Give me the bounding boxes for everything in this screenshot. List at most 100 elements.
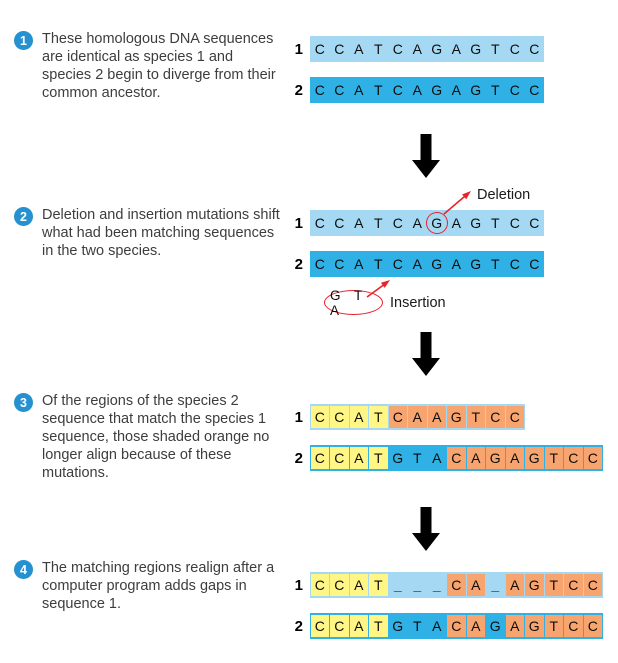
base-cell: G	[431, 41, 443, 57]
base-cell: A	[505, 615, 524, 637]
species-number-label: 1	[294, 40, 303, 58]
deletion-label: Deletion	[477, 187, 531, 203]
base-cell: A	[349, 406, 368, 428]
base-cell: C	[388, 406, 407, 428]
base-cell: A	[349, 447, 368, 469]
base-cell: G	[470, 256, 482, 272]
base-cell: G	[426, 210, 447, 236]
step-1-number-badge: 1	[14, 31, 33, 50]
gap-cell: _	[413, 577, 422, 593]
insertion-label: Insertion	[390, 295, 446, 311]
base-cell: A	[354, 256, 364, 272]
base-cell: G	[470, 41, 482, 57]
species-number-label: 1	[294, 408, 303, 426]
base-cell: C	[447, 574, 466, 596]
base-cell: C	[314, 41, 325, 57]
base-cell: A	[466, 615, 485, 637]
base-cell: C	[447, 615, 466, 637]
base-cell: A	[505, 447, 524, 469]
base-cell: T	[466, 406, 485, 428]
species-number-label: 2	[294, 617, 303, 635]
base-cell: A	[451, 256, 461, 272]
base-cell: C	[505, 406, 524, 428]
base-cell: T	[490, 82, 500, 98]
step-4-number-badge: 4	[14, 560, 33, 579]
base-cell: C	[392, 215, 403, 231]
base-cell: T	[369, 574, 388, 596]
base-cell: C	[314, 82, 325, 98]
base-cell: G	[470, 82, 482, 98]
base-cell: C	[310, 447, 329, 469]
base-cell: T	[373, 256, 383, 272]
base-cell: C	[564, 615, 583, 637]
base-cell: G	[489, 618, 501, 634]
base-cell: C	[330, 406, 349, 428]
base-cell: C	[314, 215, 325, 231]
base-cell: C	[509, 41, 520, 57]
base-cell: C	[392, 82, 403, 98]
base-cell: T	[369, 406, 388, 428]
base-cell: C	[334, 41, 345, 57]
base-cell: T	[490, 215, 500, 231]
base-cell: C	[334, 82, 345, 98]
gap-cell: _	[432, 577, 441, 593]
base-cell: A	[354, 82, 364, 98]
base-cell: C	[509, 256, 520, 272]
base-cell: C	[330, 574, 349, 596]
base-cell: T	[369, 447, 388, 469]
base-cell: A	[451, 82, 461, 98]
base-cell: A	[427, 406, 446, 428]
base-cell: G	[431, 256, 443, 272]
species-number-label: 2	[294, 81, 303, 99]
base-cell: G	[486, 447, 505, 469]
base-cell: C	[509, 82, 520, 98]
base-cell: C	[310, 406, 329, 428]
base-cell: G	[470, 215, 482, 231]
species-number-label: 1	[294, 214, 303, 232]
insertion-bases: G T A	[330, 287, 368, 318]
base-cell: A	[408, 406, 427, 428]
base-cell: A	[354, 41, 364, 57]
step-2-text: Deletion and insertion mutations shift w…	[42, 207, 280, 259]
species-number-label: 2	[294, 255, 303, 273]
base-cell: A	[412, 82, 422, 98]
base-cell: A	[432, 618, 442, 634]
down-arrow-icon-1	[412, 134, 440, 178]
base-cell: G	[525, 615, 544, 637]
base-cell: A	[412, 215, 422, 231]
base-cell: A	[349, 615, 368, 637]
base-cell: C	[310, 615, 329, 637]
base-cell: T	[373, 82, 383, 98]
base-cell: C	[486, 406, 505, 428]
down-arrow-icon-3	[412, 507, 440, 551]
base-cell: G	[392, 618, 404, 634]
base-cell: C	[509, 215, 520, 231]
base-cell: C	[334, 256, 345, 272]
step-1-text: These homologous DNA sequences are ident…	[42, 31, 276, 101]
step-2: 2 Deletion and insertion mutations shift…	[14, 206, 280, 260]
base-cell: T	[412, 618, 422, 634]
base-cell: C	[529, 256, 540, 272]
base-cell: C	[564, 574, 583, 596]
base-cell: C	[392, 41, 403, 57]
step-2-number-badge: 2	[14, 207, 33, 226]
base-cell: T	[373, 41, 383, 57]
step-4: 4 The matching regions realign after a c…	[14, 559, 280, 613]
base-cell: A	[466, 447, 485, 469]
species-number-label: 2	[294, 449, 303, 467]
base-cell: T	[369, 615, 388, 637]
step-3-number-badge: 3	[14, 393, 33, 412]
base-cell: A	[451, 41, 461, 57]
